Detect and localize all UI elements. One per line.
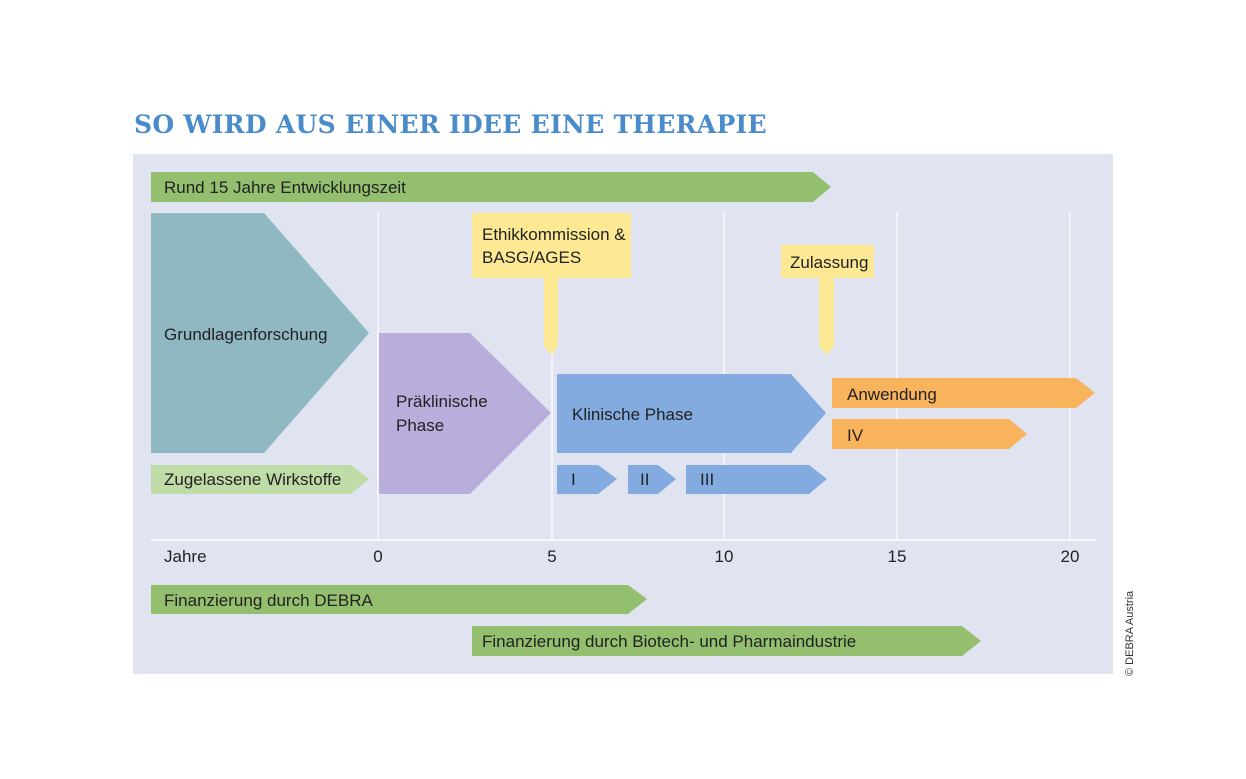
phase-1-label: I <box>571 470 576 489</box>
praeklinisch-label-line1: Präklinische <box>396 392 488 411</box>
phase-4-arrow <box>832 419 1027 449</box>
phase-2-label: II <box>640 470 649 489</box>
grundlagen-arrow <box>151 213 369 453</box>
phase-1-arrow <box>557 465 617 494</box>
industrie-arrow <box>472 626 981 656</box>
tick-0: 0 <box>373 547 382 566</box>
tick-10: 10 <box>715 547 734 566</box>
grundlagen-label: Grundlagenforschung <box>164 325 328 344</box>
ethik-label-line1: Ethikkommission & <box>482 225 626 244</box>
entwicklungszeit-arrow <box>151 172 831 202</box>
zugelassen-label: Zugelassene Wirkstoffe <box>164 470 341 489</box>
debra-label: Finanzierung durch DEBRA <box>164 591 373 610</box>
praeklinisch-label-line2: Phase <box>396 416 444 435</box>
tick-20: 20 <box>1061 547 1080 566</box>
copyright-text: © DEBRA Austria <box>1124 590 1136 676</box>
ethik-callout-pointer <box>544 278 558 355</box>
page-title: SO WIRD AUS EINER IDEE EINE THERAPIE <box>134 110 767 139</box>
zulassung-label: Zulassung <box>790 253 868 272</box>
tick-5: 5 <box>547 547 556 566</box>
ethik-callout-box <box>472 213 631 278</box>
phase-4-label: IV <box>847 426 864 445</box>
phase-3-label: III <box>700 470 714 489</box>
tick-15: 15 <box>888 547 907 566</box>
klinisch-label: Klinische Phase <box>572 405 693 424</box>
praeklinisch-arrow <box>379 333 551 494</box>
industrie-label: Finanzierung durch Biotech- und Pharmain… <box>482 632 856 651</box>
zulassung-callout-pointer <box>819 278 834 355</box>
anwendung-arrow <box>832 378 1095 408</box>
zugelassen-arrow <box>151 465 369 494</box>
axis-label: Jahre <box>164 547 207 566</box>
anwendung-label: Anwendung <box>847 385 937 404</box>
debra-arrow <box>151 585 647 614</box>
klinisch-arrow <box>557 374 826 453</box>
phase-3-arrow <box>686 465 827 494</box>
ethik-label-line2: BASG/AGES <box>482 248 581 267</box>
phase-2-arrow <box>628 465 676 494</box>
zulassung-callout-box <box>781 245 874 278</box>
entwicklungszeit-label: Rund 15 Jahre Entwicklungszeit <box>164 178 406 197</box>
